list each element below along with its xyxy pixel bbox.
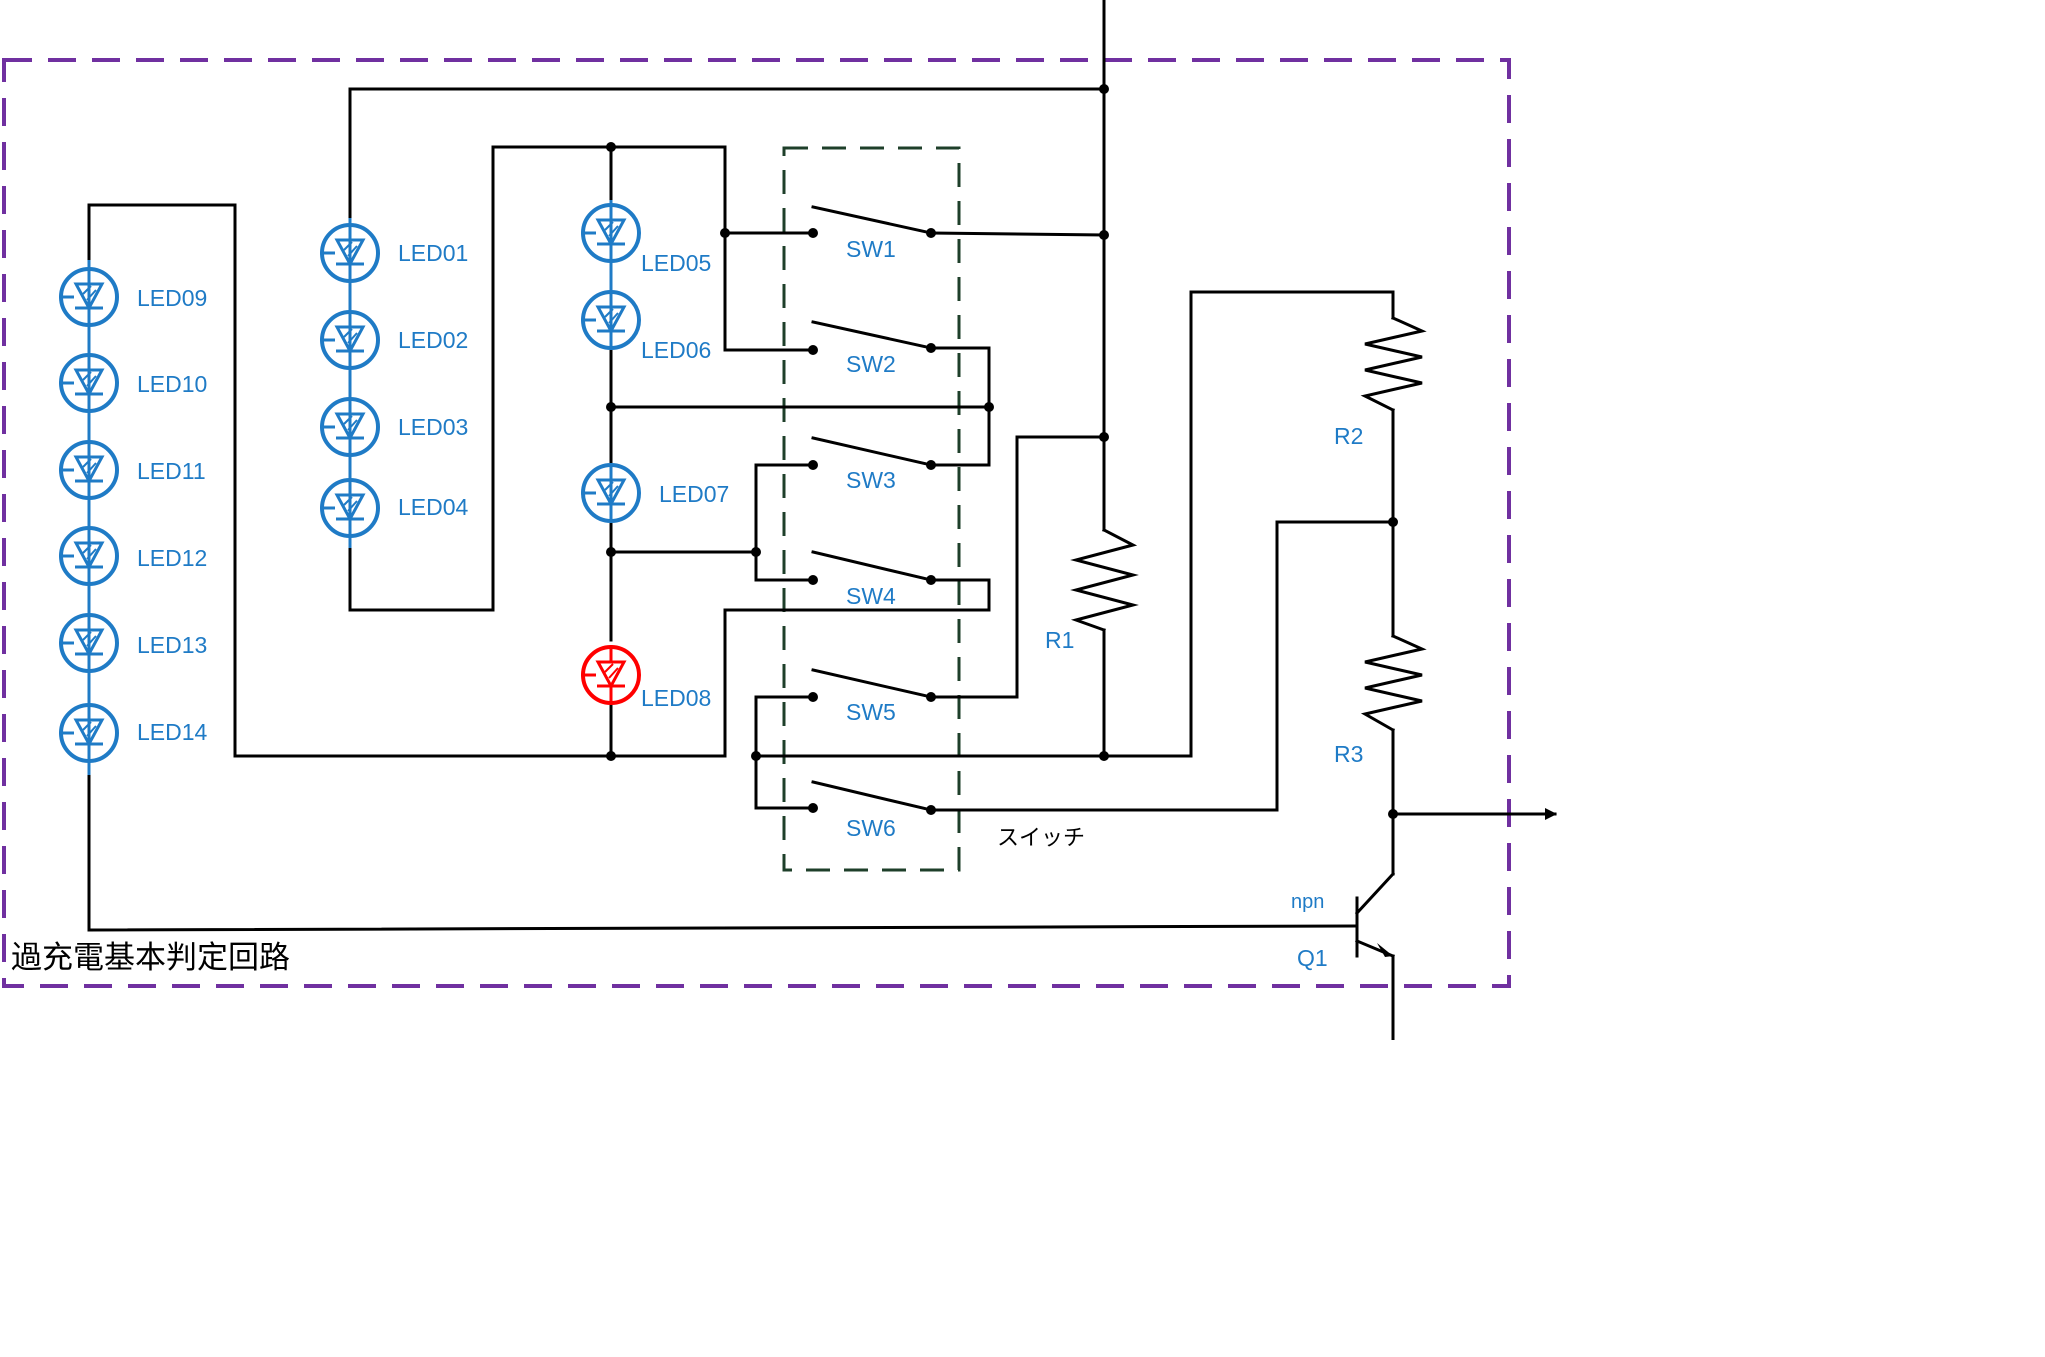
sw4-contact	[808, 550, 936, 585]
r1-label: R1	[1045, 627, 1074, 653]
led04-label: LED04	[398, 494, 469, 520]
sw5-contact	[808, 668, 936, 702]
switch-group-border	[782, 146, 961, 872]
sw6-label: SW6	[846, 815, 896, 841]
switch-contacts	[808, 205, 936, 815]
sw3-label: SW3	[846, 467, 896, 493]
resistor-r3	[1360, 634, 1427, 733]
resistor-r1	[1070, 527, 1139, 632]
led-led08-symbol	[579, 643, 641, 707]
led14-label: LED14	[137, 719, 208, 745]
junction-dots	[606, 84, 1398, 819]
led05-label: LED05	[641, 250, 711, 276]
led07-label: LED07	[659, 481, 729, 507]
resistors	[1070, 316, 1427, 733]
r3-label: R3	[1334, 741, 1363, 767]
sw4-label: SW4	[846, 583, 896, 609]
wiring	[87, 0, 1557, 932]
sw5-label: SW5	[846, 699, 896, 725]
transistor-q1	[1354, 871, 1396, 1040]
led03-label: LED03	[398, 414, 468, 440]
block-border	[2, 58, 1511, 988]
led09-label: LED09	[137, 285, 207, 311]
led02-label: LED02	[398, 327, 468, 353]
sw6-contact	[808, 780, 936, 815]
sw2-contact	[808, 320, 936, 355]
led08-label: LED08	[641, 685, 711, 711]
led12-label: LED12	[137, 545, 207, 571]
resistor-r2	[1360, 316, 1427, 413]
transistor-name-label: Q1	[1297, 945, 1328, 971]
circuit-diagram: LED01 LED02 LED03 LED04 LED05 LED06 LED0…	[2, 0, 1557, 1040]
transistor-type-label: npn	[1291, 891, 1324, 913]
r2-label: R2	[1334, 423, 1363, 449]
sw1-contact	[808, 205, 936, 238]
switch-group-label: スイッチ	[997, 825, 1085, 850]
led13-label: LED13	[137, 632, 207, 658]
block-title: 過充電基本判定回路	[11, 940, 290, 976]
led-labels: LED01 LED02 LED03 LED04 LED05 LED06 LED0…	[137, 240, 729, 745]
led06-label: LED06	[641, 337, 711, 363]
sw2-label: SW2	[846, 351, 896, 377]
led01-label: LED01	[398, 240, 468, 266]
switch-labels: SW1 SW2 SW3 SW4 SW5 SW6	[846, 236, 896, 841]
sw3-contact	[808, 436, 936, 470]
led11-label: LED11	[137, 458, 206, 484]
led10-label: LED10	[137, 371, 207, 397]
sw1-label: SW1	[846, 236, 896, 262]
